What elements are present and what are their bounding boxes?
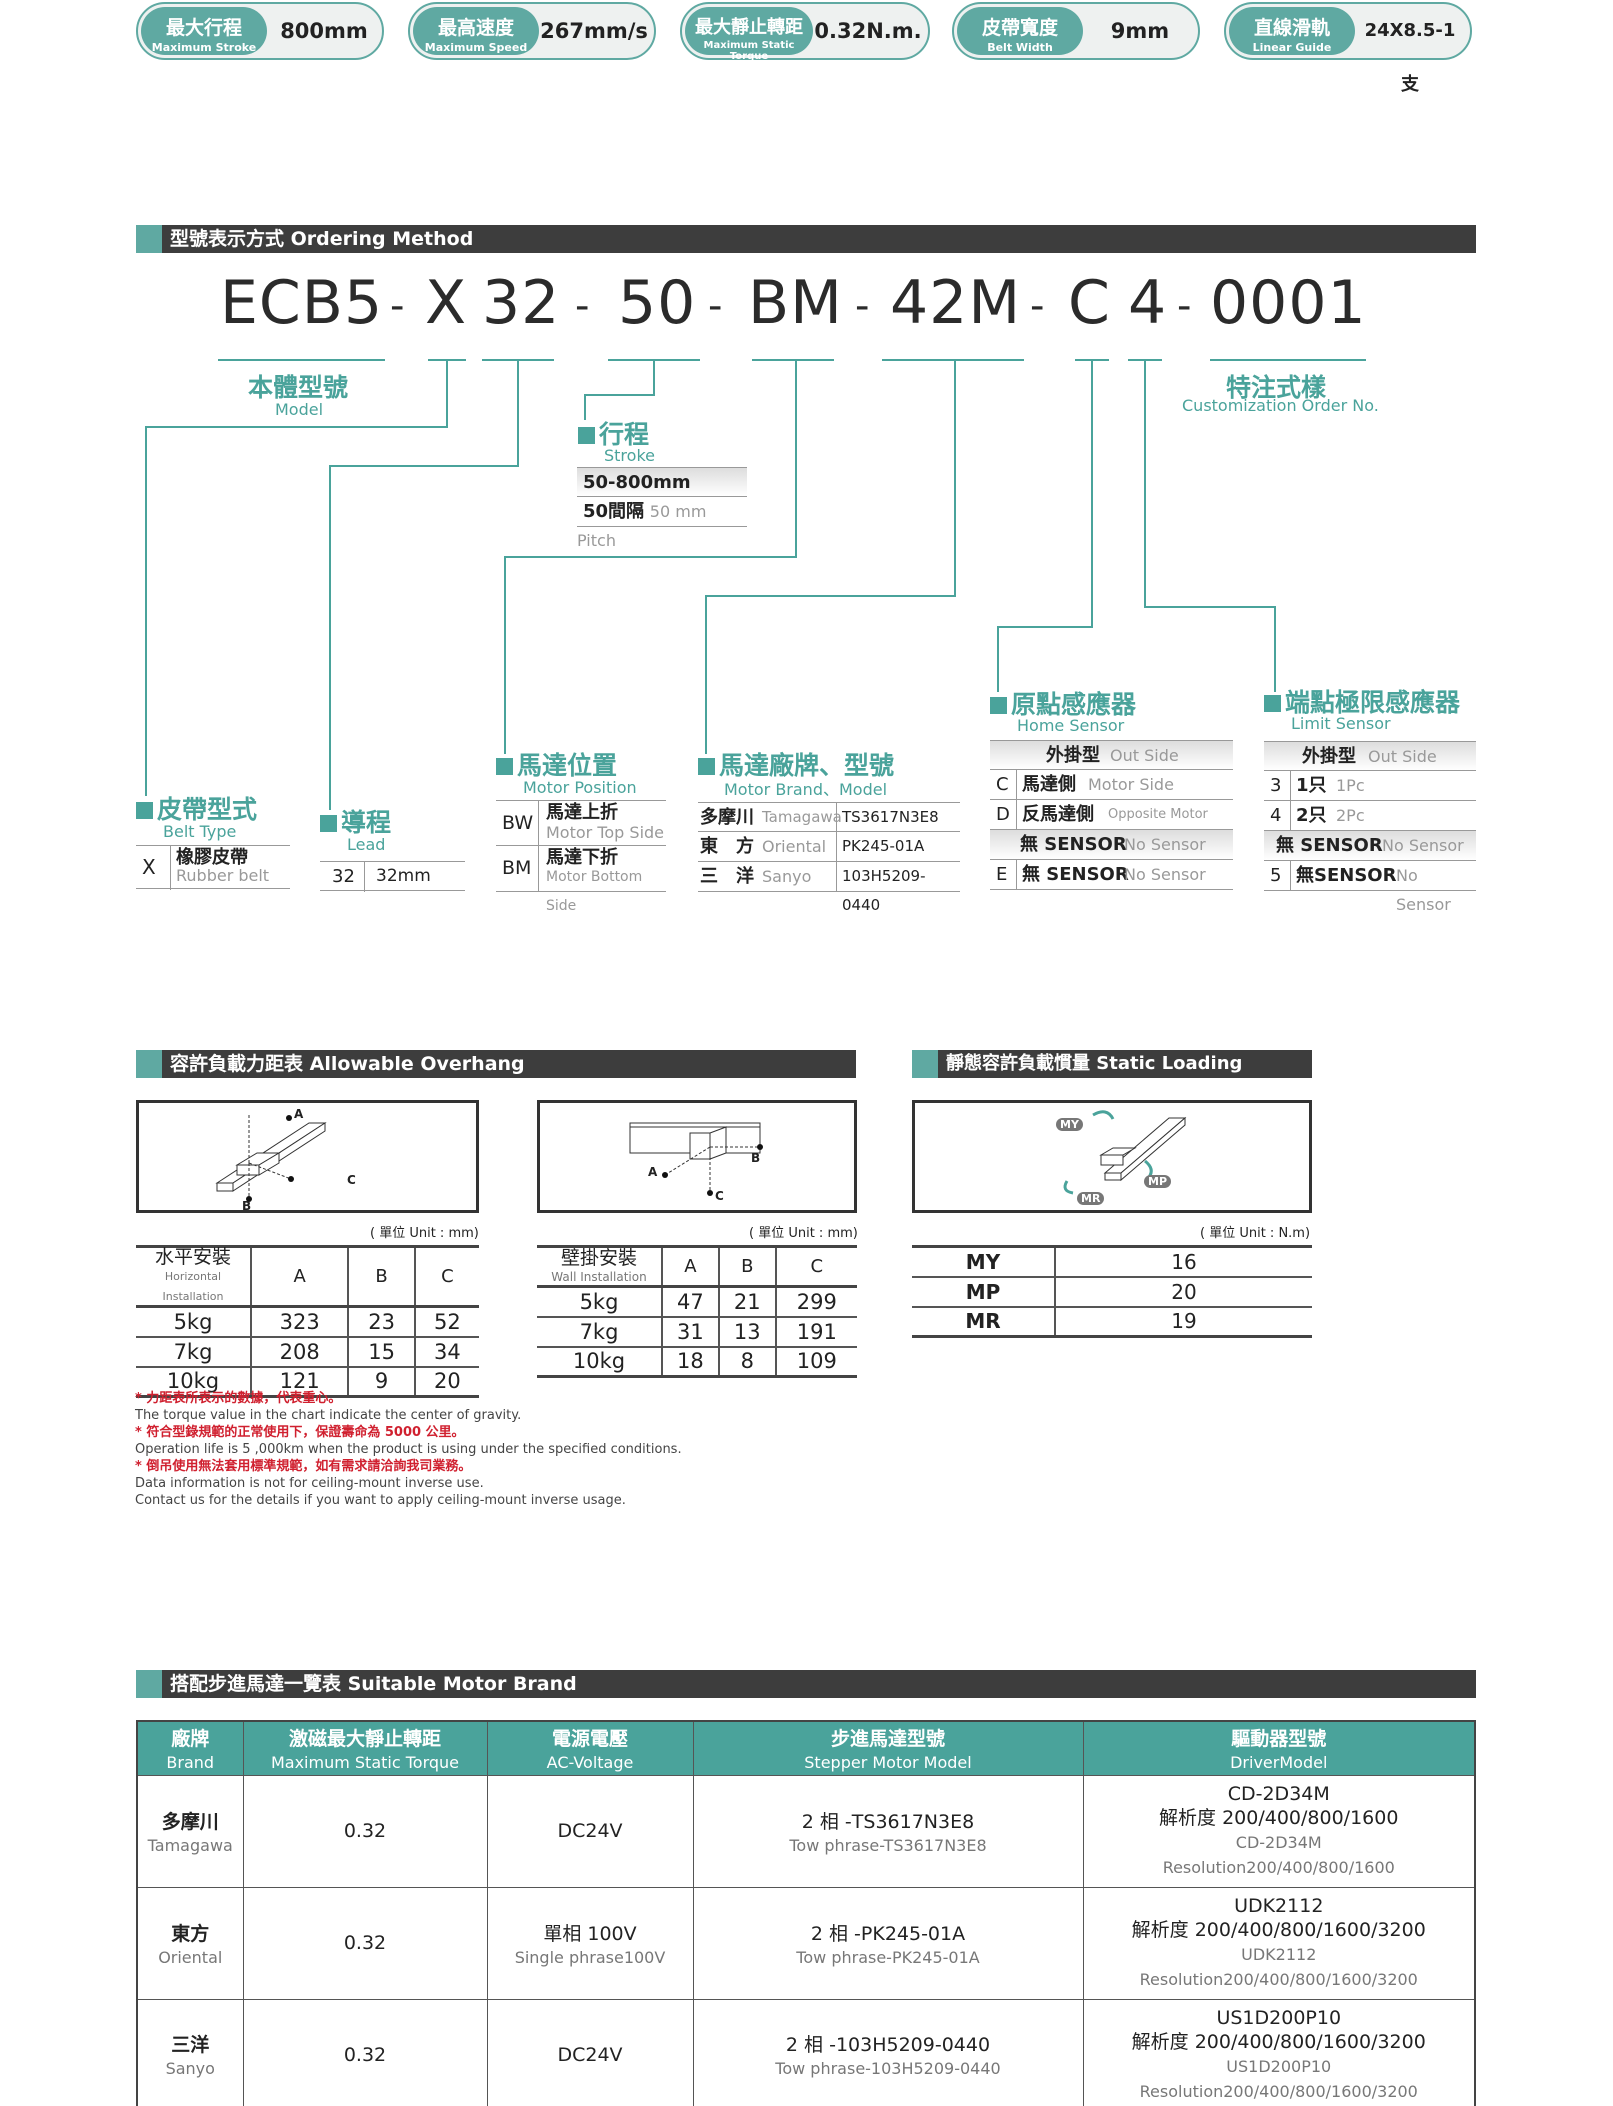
label-b: B [751,1151,761,1165]
unit-label: ( 單位 Unit : mm) [370,1226,479,1241]
belt-row: X 橡膠皮帶 Rubber belt [136,845,290,890]
motor-pos-title: 馬達位置 [496,746,617,782]
code-custom: 0001 [1210,268,1367,338]
stroke-row: 50間隔 50 mm Pitch [577,497,747,550]
motor-pos-row: BW 馬達上折 Motor Top Side [496,800,666,847]
label-mr: MR [1077,1192,1105,1205]
overhang-header: 容許負載力距表 Allowable Overhang [136,1050,856,1078]
unit-label: ( 單位 Unit : mm) [749,1226,858,1241]
code-motor-brand: 42M [890,268,1022,338]
label-a: A [648,1165,658,1179]
model-title: 本體型號 [248,373,349,402]
label-c: C [715,1189,724,1203]
ordering-header: 型號表示方式 Ordering Method [136,225,1476,253]
lead-row: 32 32mm [320,861,465,892]
label-mp: MP [1144,1175,1172,1188]
code-model: ECB5 [220,268,384,338]
code-belt: X [425,268,468,338]
stroke-row: 50-800mm [577,467,747,497]
code-stroke: 50 [618,268,697,338]
limit-sensor-title: 端點極限感應器 [1264,683,1460,719]
connector-lines [145,361,1276,810]
custom-title: 特注式樣 [1226,373,1327,402]
notes: * 力距表所表示的數據，代表重心。 The torque value in th… [135,1391,682,1508]
code-limit-sensor: 4 [1128,268,1168,338]
code-lead: 32 [482,268,561,338]
stroke-title: 行程 [578,415,649,451]
motor-pos-row: BM 馬達下折 Motor Bottom Side [496,846,666,914]
belt-title: 皮帶型式 [136,790,257,826]
motor-brand-title: 馬達廠牌、型號 [698,746,894,782]
label-c: C [347,1173,356,1187]
home-sensor-title: 原點感應器 [990,685,1136,721]
wall-diagram: B A C [537,1100,857,1213]
label-my: MY [1056,1118,1083,1131]
code-home-sensor: C [1068,268,1111,338]
motor-brand-header: 搭配步進馬達一覽表 Suitable Motor Brand [136,1670,1476,1698]
code-motor-pos: BM [748,268,843,338]
static-header: 靜態容許負載慣量 Static Loading Moment [912,1050,1312,1102]
unit-label: ( 單位 Unit : N.m) [1200,1226,1311,1241]
label-b: B [242,1199,252,1213]
label-a: A [294,1107,304,1121]
lead-title: 導程 [320,803,391,839]
static-diagram: MY MP MR [912,1100,1312,1213]
horizontal-diagram: A C B [136,1100,479,1213]
